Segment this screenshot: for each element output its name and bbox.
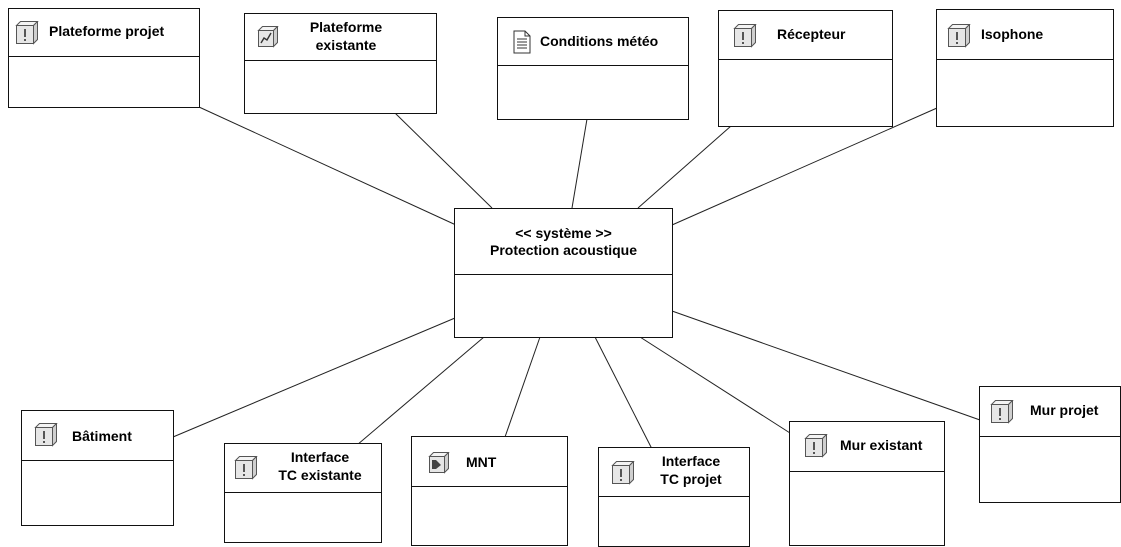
node-mur-projet[interactable]: Mur projet [979,386,1121,503]
node-header: Plateforme existante [245,14,436,61]
link-plateforme-projet [198,106,457,226]
node-interface-tc-projet[interactable]: Interface TC projet [598,447,750,547]
link-isophone [671,107,938,226]
node-label-line2: TC projet [660,471,722,487]
link-batiment [172,317,456,438]
node-label-line1: Plateforme [309,19,383,35]
association-lines [172,106,981,450]
chart-icon [257,26,279,48]
node-label: Conditions météo [540,33,659,49]
link-mnt [504,336,541,438]
system-name: Protection acoustique [489,241,638,258]
node-batiment[interactable]: Bâtiment [21,410,174,526]
node-label: Plateforme projet [49,23,165,39]
node-label-line1: Interface [661,453,721,469]
node-label: Isophone [981,26,1044,42]
system-protection-acoustique[interactable]: << système >> Protection acoustique [454,208,673,338]
node-label-line2: existante [315,37,377,53]
link-mur-projet [671,310,981,421]
system-stereotype: << système >> [515,224,612,241]
entity-box-icon [947,24,971,48]
link-conditions-meteo [571,118,588,209]
node-label: MNT [466,454,497,470]
node-label: Bâtiment [72,428,132,444]
entity-box-icon [234,456,258,480]
node-header: Mur existant [790,422,944,472]
link-interface-tc-existante [356,336,485,446]
node-label-line2: TC existante [278,467,362,483]
node-header: Interface TC projet [599,448,749,497]
link-interface-tc-projet [594,336,653,450]
node-conditions-meteo[interactable]: Conditions météo [497,17,689,120]
node-interface-tc-existante[interactable]: Interface TC existante [224,443,382,543]
link-mur-existant [639,336,791,434]
entity-box-icon [611,461,635,485]
document-icon [513,30,531,54]
node-header: Isophone [937,10,1113,60]
link-recepteur [637,125,732,209]
node-isophone[interactable]: Isophone [936,9,1114,127]
entity-box-icon [34,423,58,447]
node-mur-existant[interactable]: Mur existant [789,421,945,546]
node-header: Interface TC existante [225,444,381,493]
node-recepteur[interactable]: Récepteur [718,10,893,127]
node-label: Mur projet [1030,402,1099,418]
node-mnt[interactable]: MNT [411,436,568,546]
system-header: << système >> Protection acoustique [455,209,672,275]
node-header: Bâtiment [22,411,173,461]
entity-box-icon [804,434,828,458]
node-label-line1: Interface [290,449,350,465]
terrain-icon [428,452,450,474]
link-plateforme-existante [394,112,493,209]
node-plateforme-projet[interactable]: Plateforme projet [8,8,200,108]
entity-box-icon [15,21,39,45]
node-header: Récepteur [719,11,892,60]
node-header: Plateforme projet [9,9,199,57]
node-header: Conditions météo [498,18,688,66]
entity-box-icon [733,24,757,48]
node-header: MNT [412,437,567,487]
node-label: Récepteur [777,26,846,42]
node-label: Mur existant [840,437,923,453]
entity-box-icon [990,400,1014,424]
node-plateforme-existante[interactable]: Plateforme existante [244,13,437,114]
node-header: Mur projet [980,387,1120,437]
